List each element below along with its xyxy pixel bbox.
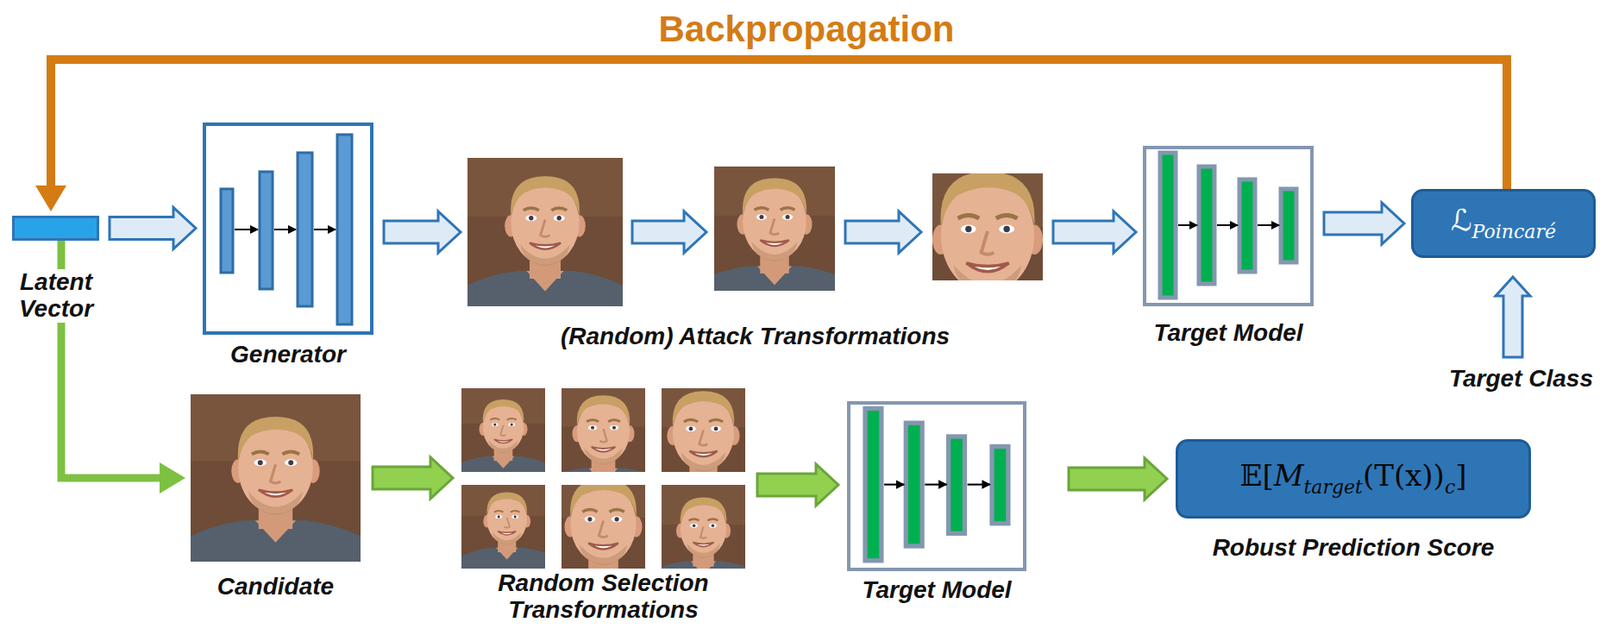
face-image	[447, 376, 559, 489]
node-caption: (Random) Attack Transformations	[558, 323, 953, 351]
text-group: ℒPoincaré	[1450, 202, 1557, 244]
latent-vector-bar: Latent Vector	[12, 215, 100, 241]
flow-arrow	[632, 211, 707, 253]
edge-label: Backpropagation	[658, 11, 954, 48]
face-image	[451, 470, 562, 580]
node-caption: Generator	[227, 341, 349, 369]
node-caption: Latent Vector	[5, 269, 107, 323]
target-model-box: Target Model	[847, 401, 1027, 571]
connector	[1053, 211, 1136, 253]
generator-box: Generator	[202, 122, 374, 335]
attack-image-group: (Random) Attack Transformations	[467, 157, 1043, 307]
formula-part: M	[1273, 458, 1305, 493]
formula-part: 𝔼[	[1240, 458, 1274, 493]
block-arrow	[757, 464, 839, 506]
node-caption: Robust Prediction Score	[1210, 534, 1498, 562]
formula-part: ]	[1455, 458, 1467, 493]
face-image	[173, 376, 377, 580]
candidate-image: Candidate	[190, 394, 361, 562]
text-group: 𝔼[Mtarget(T(x))c]	[1240, 458, 1468, 499]
target-class-label: Target Class	[1449, 365, 1594, 393]
block-arrow	[383, 211, 461, 253]
arrowhead	[35, 185, 67, 212]
node-label: Target Class	[1449, 365, 1594, 393]
block-arrow	[1068, 458, 1168, 500]
connector	[1323, 202, 1405, 245]
formula-part: Poincaré	[1472, 220, 1557, 243]
connector	[35, 59, 1507, 212]
block-arrow	[1495, 276, 1531, 358]
formula-part: (T(x))	[1362, 458, 1445, 493]
target-model-box: Target Model	[1142, 145, 1314, 307]
block-arrow	[109, 207, 196, 250]
node-caption: Candidate	[214, 573, 337, 601]
node-caption: Random Selection Transformations	[471, 570, 736, 624]
loss-box: ℒPoincaré	[1411, 188, 1596, 258]
connector	[757, 464, 839, 506]
generator-icon	[220, 134, 352, 325]
connector	[1495, 276, 1531, 358]
connector	[109, 207, 196, 250]
flow-arrow	[845, 211, 922, 253]
text-group: Target Class	[1449, 365, 1594, 393]
connector	[383, 211, 461, 253]
target-model-icon	[865, 407, 1009, 560]
formula-part: target	[1304, 476, 1363, 498]
block-arrow	[1323, 202, 1405, 245]
formula-part: ℒ	[1450, 202, 1473, 238]
arrowhead	[159, 462, 186, 494]
selection-image-group: Random Selection Transformations	[461, 388, 746, 569]
connector	[372, 457, 453, 499]
node-caption: Target Model	[1150, 320, 1306, 347]
expectation-box: 𝔼[Mtarget(T(x))c]Robust Prediction Score	[1175, 439, 1531, 519]
block-arrow	[1053, 211, 1136, 253]
target-model-icon	[1160, 152, 1297, 298]
block-arrow	[372, 457, 453, 499]
face-image	[688, 143, 862, 317]
face-image	[451, 138, 639, 326]
formula-part: c	[1444, 476, 1456, 498]
connector	[1068, 458, 1168, 500]
node-caption: Target Model	[859, 577, 1014, 604]
